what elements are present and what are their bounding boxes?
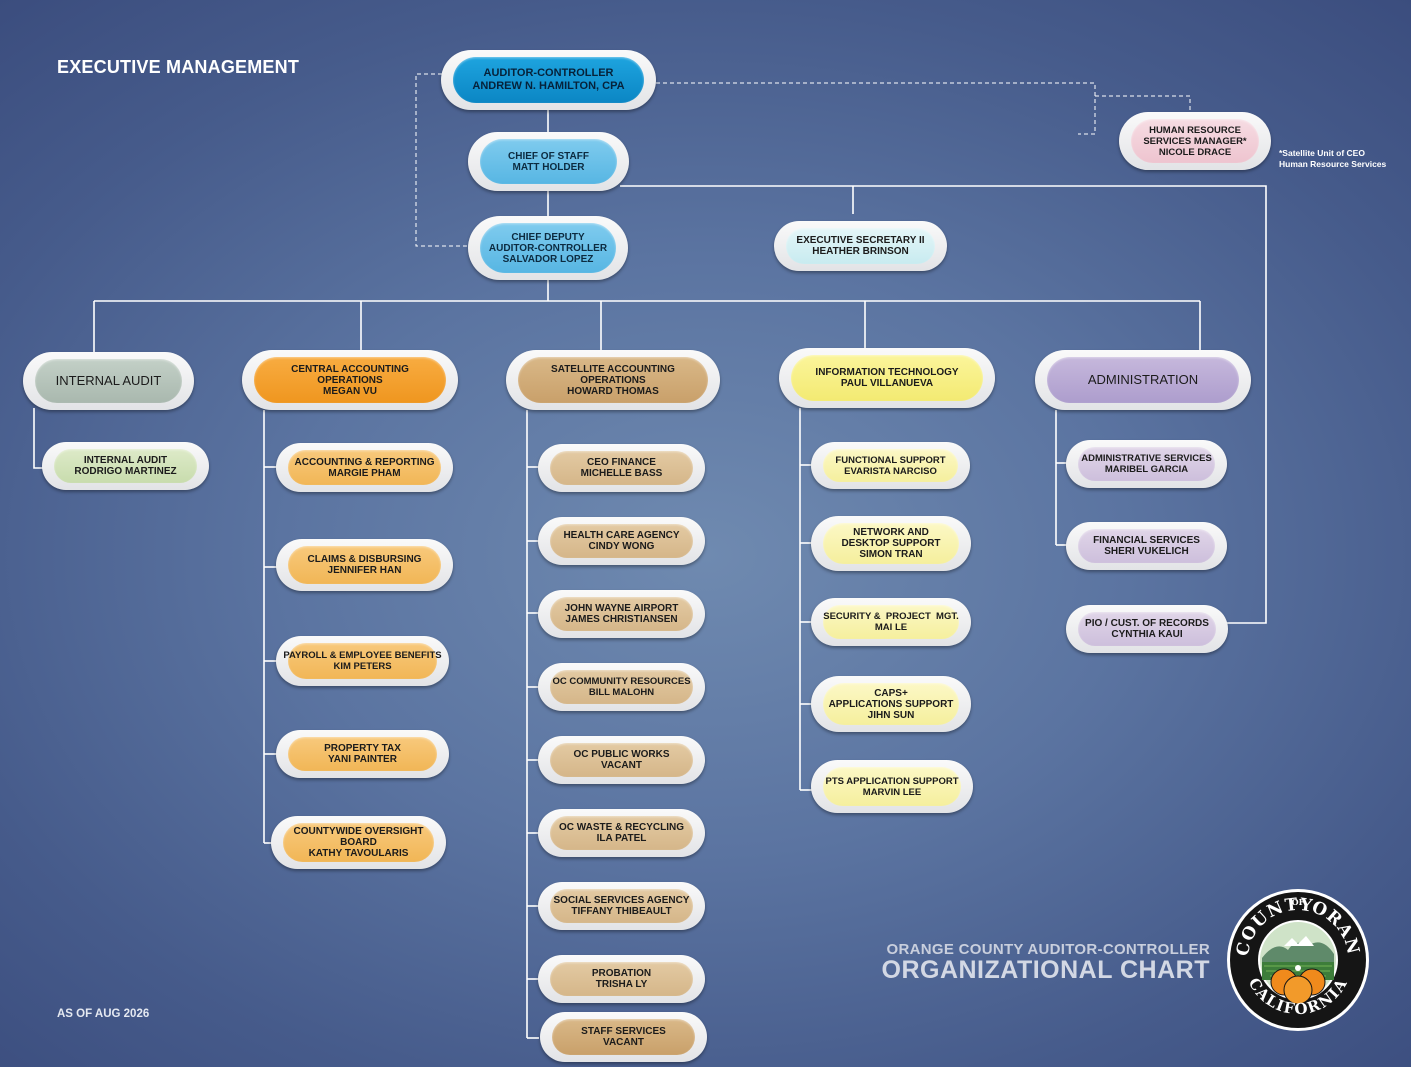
- oc-community-resources-box: OC COMMUNITY RESOURCES BILL MALOHN: [538, 663, 705, 711]
- payroll-benefits-box: PAYROLL & EMPLOYEE BENEFITS KIM PETERS: [276, 636, 449, 686]
- john-wayne-airport-label: JOHN WAYNE AIRPORT JAMES CHRISTIANSEN: [550, 597, 693, 631]
- chief-of-staff-box: CHIEF OF STAFF MATT HOLDER: [468, 132, 629, 191]
- internal-audit-head-box: INTERNAL AUDIT: [23, 352, 194, 410]
- seal-of-text: OF: [1292, 897, 1305, 907]
- chief-deputy-label: CHIEF DEPUTY AUDITOR-CONTROLLER SALVADOR…: [480, 223, 616, 273]
- central-accounting-head-box: CENTRAL ACCOUNTING OPERATIONS MEGAN VU: [242, 350, 458, 410]
- internal-audit-unit-label: INTERNAL AUDIT RODRIGO MARTINEZ: [54, 449, 197, 483]
- claims-disbursing-box: CLAIMS & DISBURSING JENNIFER HAN: [276, 539, 453, 591]
- pio-records-box: PIO / CUST. OF RECORDS CYNTHIA KAUI: [1066, 605, 1228, 653]
- property-tax-box: PROPERTY TAX YANI PAINTER: [276, 730, 449, 778]
- staff-services-box: STAFF SERVICES VACANT: [540, 1012, 707, 1062]
- oc-public-works-box: OC PUBLIC WORKS VACANT: [538, 736, 705, 784]
- chart-title-line2: ORGANIZATIONAL CHART: [881, 956, 1210, 984]
- as-of-date: AS OF AUG 2026: [57, 1008, 150, 1020]
- ceo-finance-label: CEO FINANCE MICHELLE BASS: [550, 451, 693, 485]
- caps-applications-support-label: CAPS+ APPLICATIONS SUPPORT JIHN SUN: [823, 683, 959, 725]
- ceo-finance-box: CEO FINANCE MICHELLE BASS: [538, 444, 705, 492]
- accounting-reporting-label: ACCOUNTING & REPORTING MARGIE PHAM: [288, 450, 441, 485]
- oc-waste-recycling-label: OC WASTE & RECYCLING ILA PATEL: [550, 816, 693, 850]
- claims-disbursing-label: CLAIMS & DISBURSING JENNIFER HAN: [288, 546, 441, 584]
- payroll-benefits-label: PAYROLL & EMPLOYEE BENEFITS KIM PETERS: [283, 643, 442, 679]
- satellite-accounting-head-box: SATELLITE ACCOUNTING OPERATIONS HOWARD T…: [506, 350, 720, 410]
- staff-services-label: STAFF SERVICES VACANT: [552, 1019, 695, 1055]
- countywide-oversight-label: COUNTYWIDE OVERSIGHT BOARD KATHY TAVOULA…: [283, 823, 434, 862]
- chief-of-staff-label: CHIEF OF STAFF MATT HOLDER: [480, 139, 617, 184]
- probation-label: PROBATION TRISHA LY: [550, 962, 693, 996]
- auditor-controller-label: AUDITOR-CONTROLLER ANDREW N. HAMILTON, C…: [453, 57, 644, 103]
- county-seal-logo: COUNTY ORANGE OF CALIFORNIA: [1226, 888, 1369, 1031]
- administrative-services-box: ADMINISTRATIVE SERVICES MARIBEL GARCIA: [1066, 440, 1227, 488]
- administrative-services-label: ADMINISTRATIVE SERVICES MARIBEL GARCIA: [1078, 447, 1215, 481]
- network-desktop-support-label: NETWORK AND DESKTOP SUPPORT SIMON TRAN: [823, 523, 959, 564]
- chart-title-line1: ORANGE COUNTY AUDITOR-CONTROLLER: [886, 941, 1210, 958]
- financial-services-label: FINANCIAL SERVICES SHERI VUKELICH: [1078, 529, 1215, 563]
- chief-deputy-box: CHIEF DEPUTY AUDITOR-CONTROLLER SALVADOR…: [468, 216, 628, 280]
- page-heading: EXECUTIVE MANAGEMENT: [57, 57, 300, 77]
- central-accounting-head-label: CENTRAL ACCOUNTING OPERATIONS MEGAN VU: [254, 357, 446, 403]
- administration-head-box: ADMINISTRATION: [1035, 350, 1251, 410]
- functional-support-box: FUNCTIONAL SUPPORT EVARISTA NARCISO: [811, 442, 970, 489]
- property-tax-label: PROPERTY TAX YANI PAINTER: [288, 737, 437, 771]
- auditor-controller-box: AUDITOR-CONTROLLER ANDREW N. HAMILTON, C…: [441, 50, 656, 110]
- john-wayne-airport-box: JOHN WAYNE AIRPORT JAMES CHRISTIANSEN: [538, 590, 705, 638]
- network-desktop-support-box: NETWORK AND DESKTOP SUPPORT SIMON TRAN: [811, 516, 971, 571]
- internal-audit-unit-box: INTERNAL AUDIT RODRIGO MARTINEZ: [42, 442, 209, 490]
- administration-head-label: ADMINISTRATION: [1047, 357, 1239, 403]
- executive-secretary-label: EXECUTIVE SECRETARY II HEATHER BRINSON: [786, 228, 935, 264]
- pts-application-support-label: PTS APPLICATION SUPPORT MARVIN LEE: [823, 767, 961, 806]
- caps-applications-support-box: CAPS+ APPLICATIONS SUPPORT JIHN SUN: [811, 676, 971, 732]
- oc-public-works-label: OC PUBLIC WORKS VACANT: [550, 743, 693, 777]
- satellite-unit-note: *Satellite Unit of CEO Human Resource Se…: [1279, 148, 1387, 169]
- hr-manager-label: HUMAN RESOURCE SERVICES MANAGER* NICOLE …: [1131, 119, 1259, 163]
- functional-support-label: FUNCTIONAL SUPPORT EVARISTA NARCISO: [823, 449, 958, 482]
- social-services-agency-label: SOCIAL SERVICES AGENCY TIFFANY THIBEAULT: [550, 889, 693, 923]
- pio-records-label: PIO / CUST. OF RECORDS CYNTHIA KAUI: [1078, 612, 1216, 646]
- security-project-mgt-label: SECURITY & PROJECT MGT. MAI LE: [823, 605, 959, 639]
- health-care-agency-box: HEALTH CARE AGENCY CINDY WONG: [538, 517, 705, 565]
- executive-secretary-box: EXECUTIVE SECRETARY II HEATHER BRINSON: [774, 221, 947, 271]
- information-technology-head-label: INFORMATION TECHNOLOGY PAUL VILLANUEVA: [791, 355, 983, 401]
- information-technology-head-box: INFORMATION TECHNOLOGY PAUL VILLANUEVA: [779, 348, 995, 408]
- security-project-mgt-box: SECURITY & PROJECT MGT. MAI LE: [811, 598, 971, 646]
- pts-application-support-box: PTS APPLICATION SUPPORT MARVIN LEE: [811, 760, 973, 813]
- satellite-accounting-head-label: SATELLITE ACCOUNTING OPERATIONS HOWARD T…: [518, 357, 708, 403]
- countywide-oversight-box: COUNTYWIDE OVERSIGHT BOARD KATHY TAVOULA…: [271, 816, 446, 869]
- financial-services-box: FINANCIAL SERVICES SHERI VUKELICH: [1066, 522, 1227, 570]
- probation-box: PROBATION TRISHA LY: [538, 955, 705, 1003]
- hr-manager-box: HUMAN RESOURCE SERVICES MANAGER* NICOLE …: [1119, 112, 1271, 170]
- oc-waste-recycling-box: OC WASTE & RECYCLING ILA PATEL: [538, 809, 705, 857]
- accounting-reporting-box: ACCOUNTING & REPORTING MARGIE PHAM: [276, 443, 453, 492]
- internal-audit-head-label: INTERNAL AUDIT: [35, 359, 182, 403]
- health-care-agency-label: HEALTH CARE AGENCY CINDY WONG: [550, 524, 693, 558]
- social-services-agency-box: SOCIAL SERVICES AGENCY TIFFANY THIBEAULT: [538, 882, 705, 930]
- oc-community-resources-label: OC COMMUNITY RESOURCES BILL MALOHN: [550, 670, 693, 704]
